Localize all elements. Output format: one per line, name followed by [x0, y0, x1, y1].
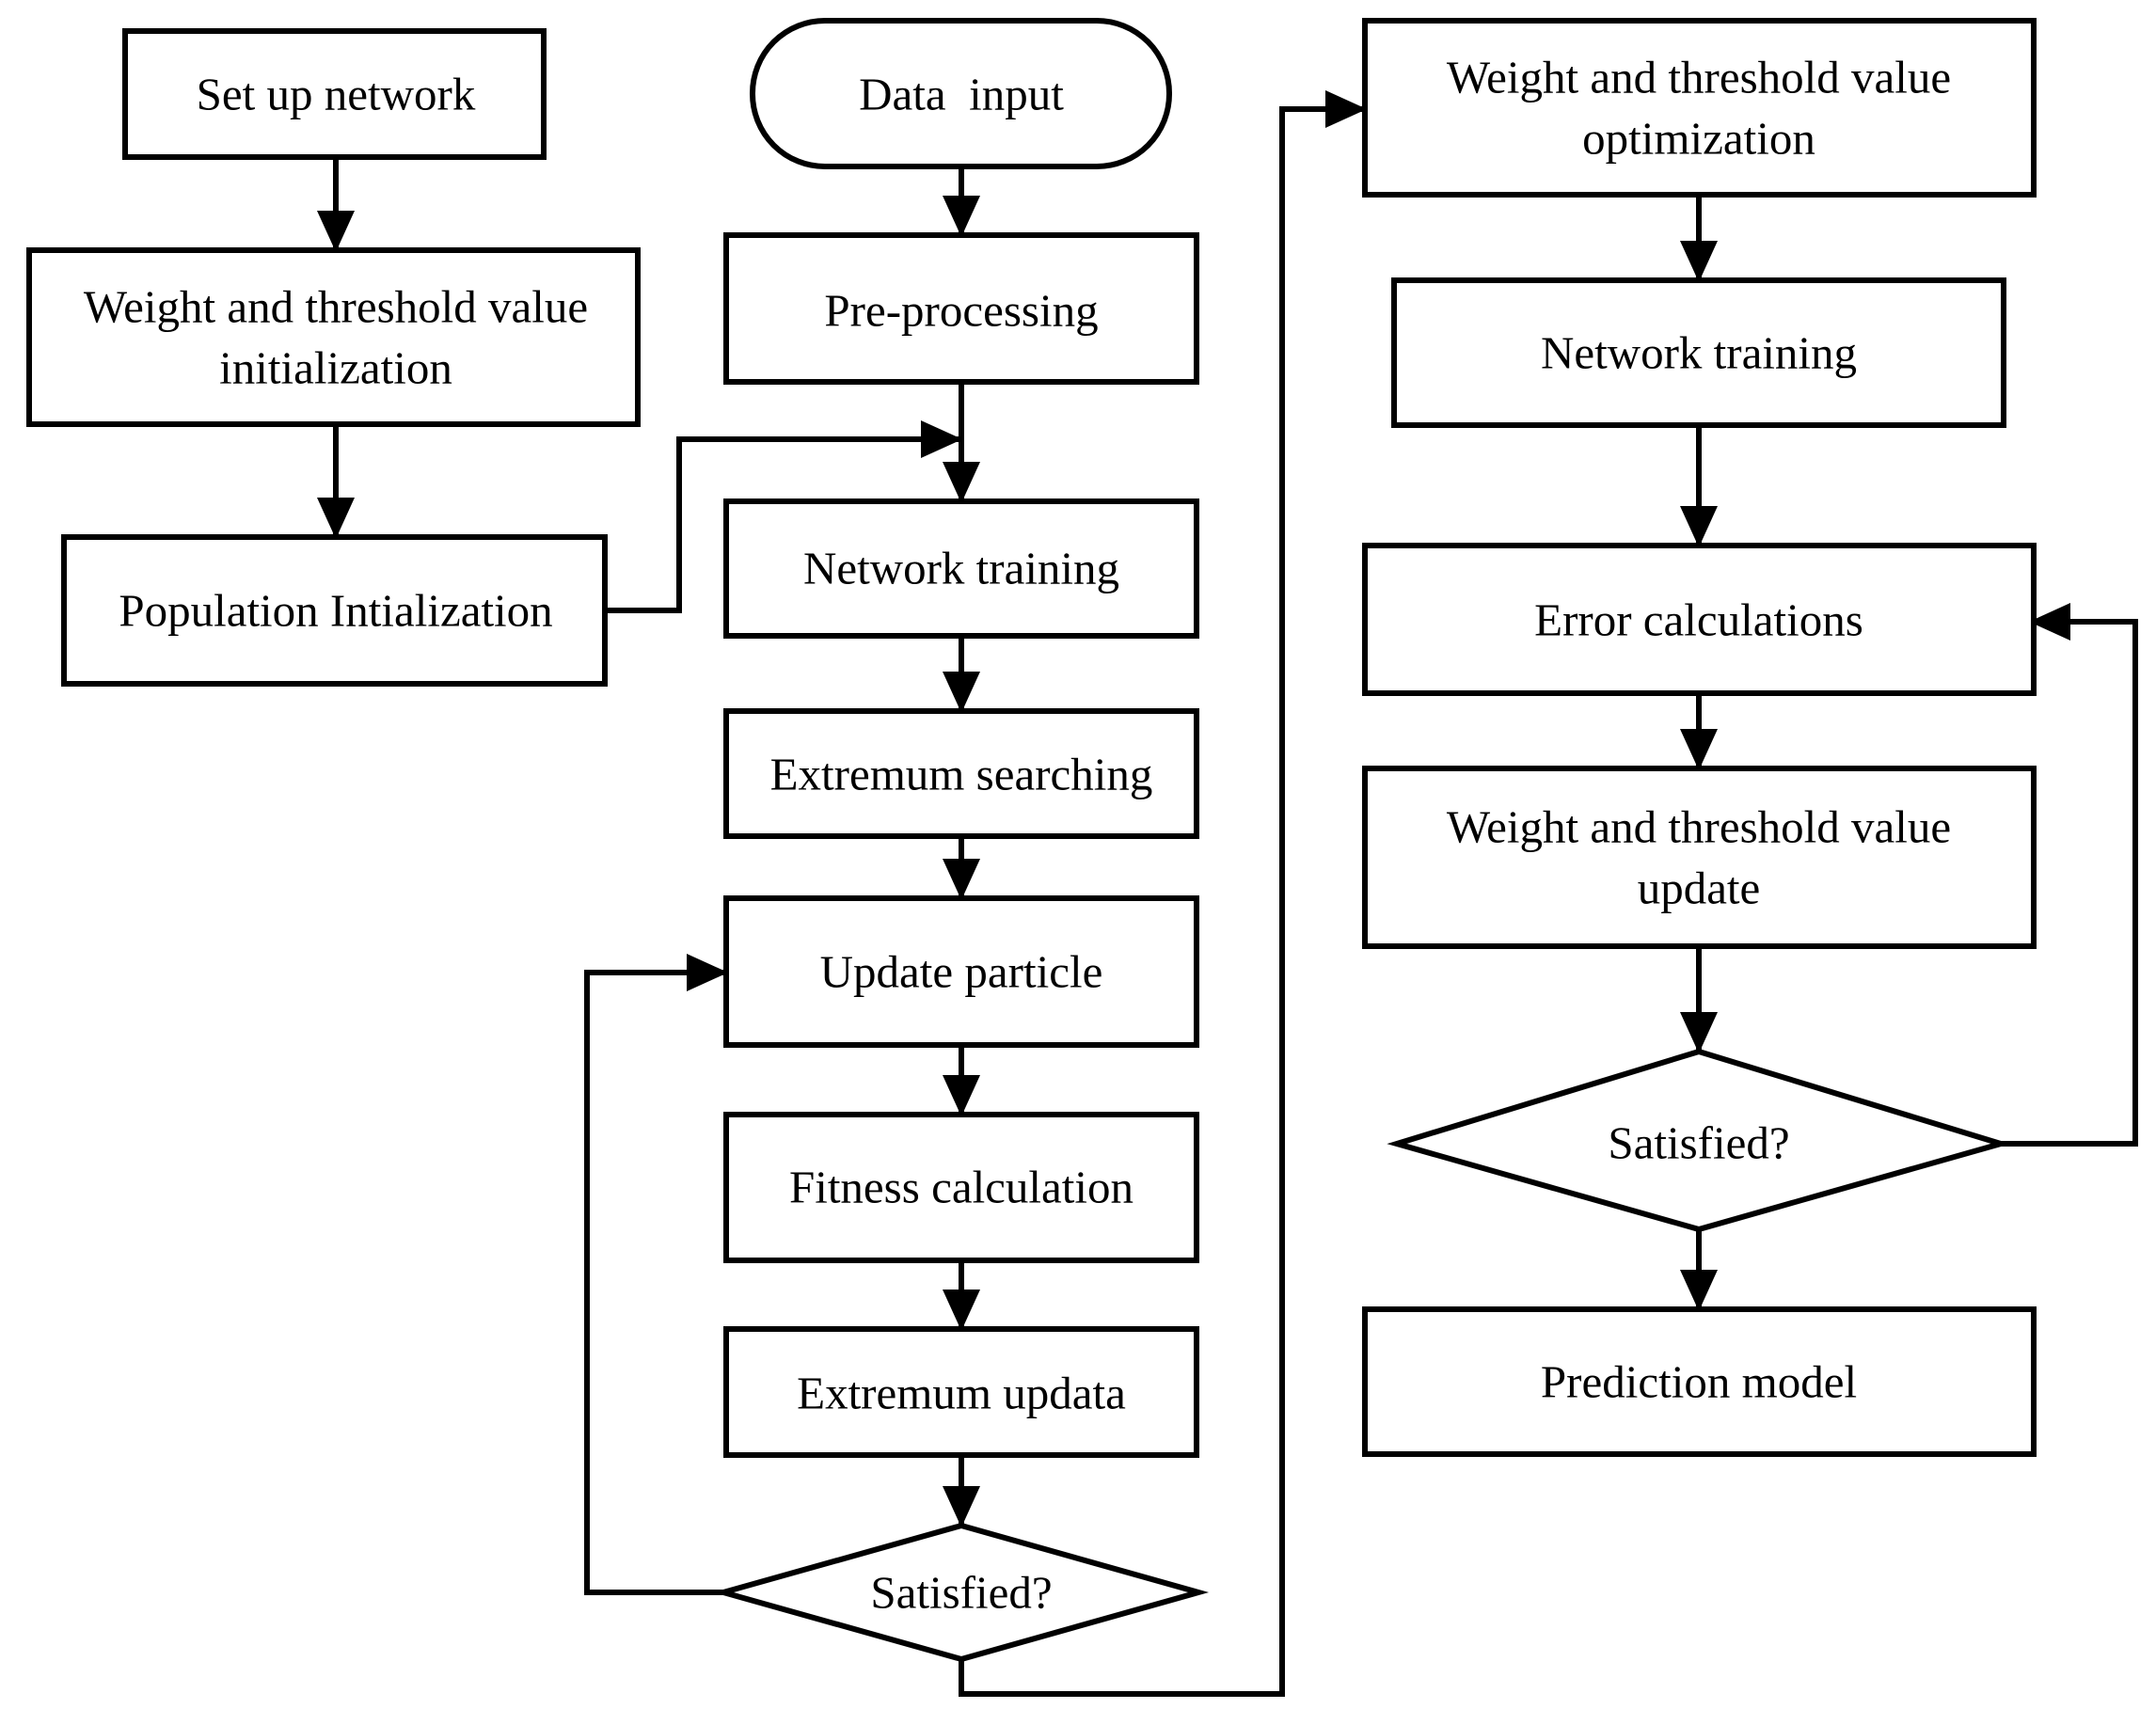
edge-population-to-network-training: [605, 420, 962, 613]
node-label-line-2: update: [1638, 862, 1761, 914]
node-label-line-2: optimization: [1582, 113, 1815, 165]
node-label: Set up network: [197, 69, 476, 120]
node-label-line-1: Weight and threshold value: [1447, 801, 1951, 853]
node-population-initialization: Population Intialization: [61, 534, 608, 687]
node-fitness-calculation: Fitness calculation: [723, 1112, 1199, 1263]
node-error-calculations: Error calculations: [1362, 543, 2037, 696]
edge-satisfied-to-optimization: [959, 90, 1367, 1697]
node-label: Network training: [803, 543, 1119, 594]
node-label-line-1: Weight and threshold value: [1447, 52, 1951, 103]
node-label: Data input: [859, 69, 1064, 120]
node-label-line-2: initialization: [219, 342, 452, 394]
node-network-training-1: Network training: [723, 498, 1199, 639]
node-satisfied-decision-2: Satisfied?: [1387, 1048, 2011, 1233]
node-set-up-network: Set up network: [122, 28, 547, 160]
edge-satisfied-loop-to-update-particle: [584, 954, 728, 1595]
node-update-particle: Update particle: [723, 895, 1199, 1048]
edges: [317, 90, 2138, 1697]
node-label: Extremum searching: [770, 749, 1153, 800]
node-extremum-searching: Extremum searching: [723, 708, 1199, 839]
node-data-input: Data input: [750, 18, 1172, 169]
node-label: Network training: [1541, 327, 1857, 379]
node-label: Satisfied?: [1608, 1117, 1789, 1169]
node-label: Satisfied?: [870, 1567, 1052, 1619]
node-weight-threshold-optimization: Weight and threshold value optimization: [1362, 18, 2037, 198]
node-weight-threshold-initialization: Weight and threshold value initializatio…: [26, 247, 641, 427]
node-weight-threshold-update: Weight and threshold value update: [1362, 766, 2037, 949]
node-prediction-model: Prediction model: [1362, 1306, 2037, 1457]
node-label: Error calculations: [1534, 594, 1863, 646]
edge-satisfied-loop-to-error-calculations: [2001, 603, 2138, 1147]
node-label: Update particle: [820, 946, 1103, 998]
node-extremum-update: Extremum updata: [723, 1326, 1199, 1458]
node-label: Population Intialization: [119, 585, 552, 637]
node-pre-processing: Pre-processing: [723, 232, 1199, 385]
node-label: Fitness calculation: [789, 1162, 1133, 1213]
node-label: Pre-processing: [824, 285, 1098, 337]
node-label: Prediction model: [1541, 1356, 1857, 1408]
node-satisfied-decision-1: Satisfied?: [712, 1522, 1210, 1663]
node-network-training-2: Network training: [1391, 277, 2006, 428]
node-label-line-1: Weight and threshold value: [84, 281, 588, 333]
node-label: Extremum updata: [797, 1368, 1126, 1419]
